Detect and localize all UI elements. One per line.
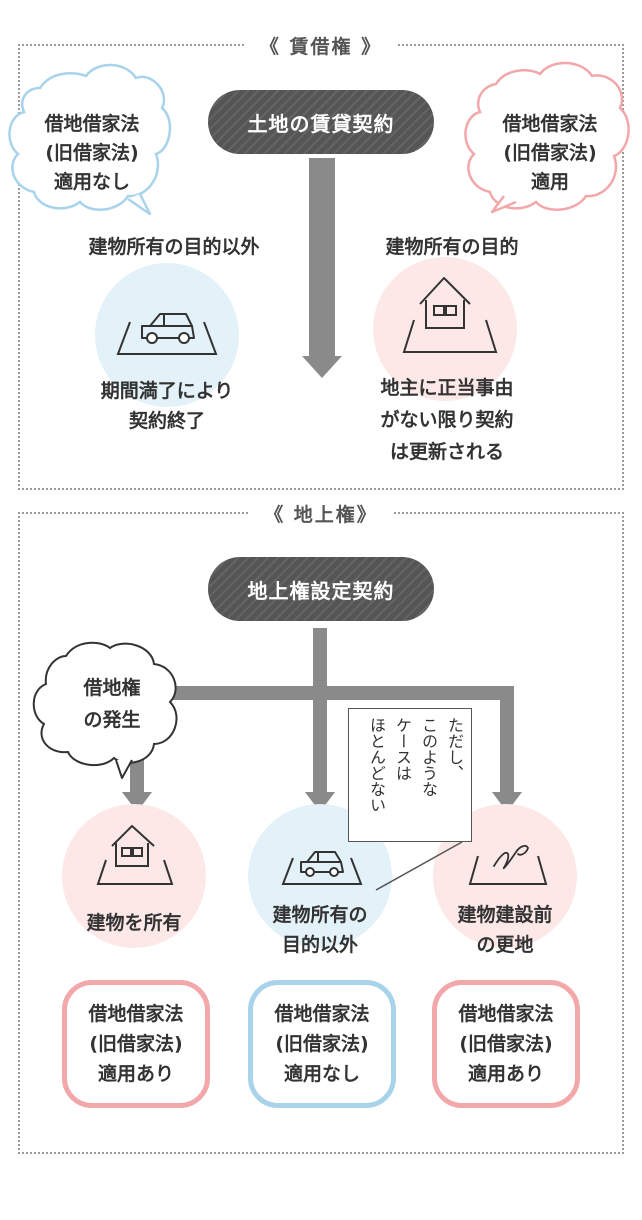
case-vacant-result-box: 借地借家法(旧借家法)適用あり — [432, 980, 580, 1108]
note-line-3: ケースは — [393, 717, 412, 781]
lease-right-heading: 建物所有の目的 — [385, 236, 519, 258]
lease-left-result: 期間満了により契約終了 — [100, 380, 234, 432]
lease-right-cloud-text: 借地借家法(旧借家法)適用 — [502, 113, 598, 193]
lease-contract-pill: 土地の賃貸契約 — [208, 90, 434, 154]
superficies-cloud-bubble — [32, 641, 178, 779]
case-own-label: 建物を所有 — [86, 912, 182, 934]
car-icon — [116, 313, 218, 355]
case-other-result-box: 借地借家法(旧借家法)適用なし — [248, 980, 396, 1108]
left-cloud-bubble — [8, 63, 172, 216]
lease-arrows — [8, 61, 630, 378]
case-vacant-label: 建物建設前の更地 — [457, 904, 553, 956]
lease-right-result: 地主に正当事由がない限り契約は更新される — [380, 377, 514, 463]
note-line-4: ほとんどない — [367, 717, 386, 813]
note-box: ただし、 このような ケースは ほとんどない — [348, 708, 472, 842]
superficies-section-title: 《 地上権》 — [0, 500, 642, 527]
case-own-result-box: 借地借家法(旧借家法)適用あり — [62, 980, 210, 1108]
signature-icon — [468, 845, 548, 885]
superficies-cloud-text: 借地権の発生 — [83, 677, 141, 731]
superficies-contract-pill: 地上権設定契約 — [208, 557, 434, 621]
lease-left-cloud-text: 借地借家法(旧借家法)適用なし — [44, 113, 140, 193]
note-line-1: ただし、 — [445, 717, 464, 781]
lease-left-circle — [95, 263, 239, 407]
case-other-label: 建物所有の目的以外 — [272, 904, 368, 956]
house-icon — [402, 277, 498, 353]
lease-left-heading: 建物所有の目的以外 — [88, 236, 260, 258]
car-icon — [281, 851, 363, 885]
house-icon — [96, 825, 174, 885]
lease-section-title: 《 賃借権 》 — [0, 32, 642, 59]
note-line-2: このような — [419, 717, 438, 797]
right-cloud-bubble — [464, 61, 630, 214]
